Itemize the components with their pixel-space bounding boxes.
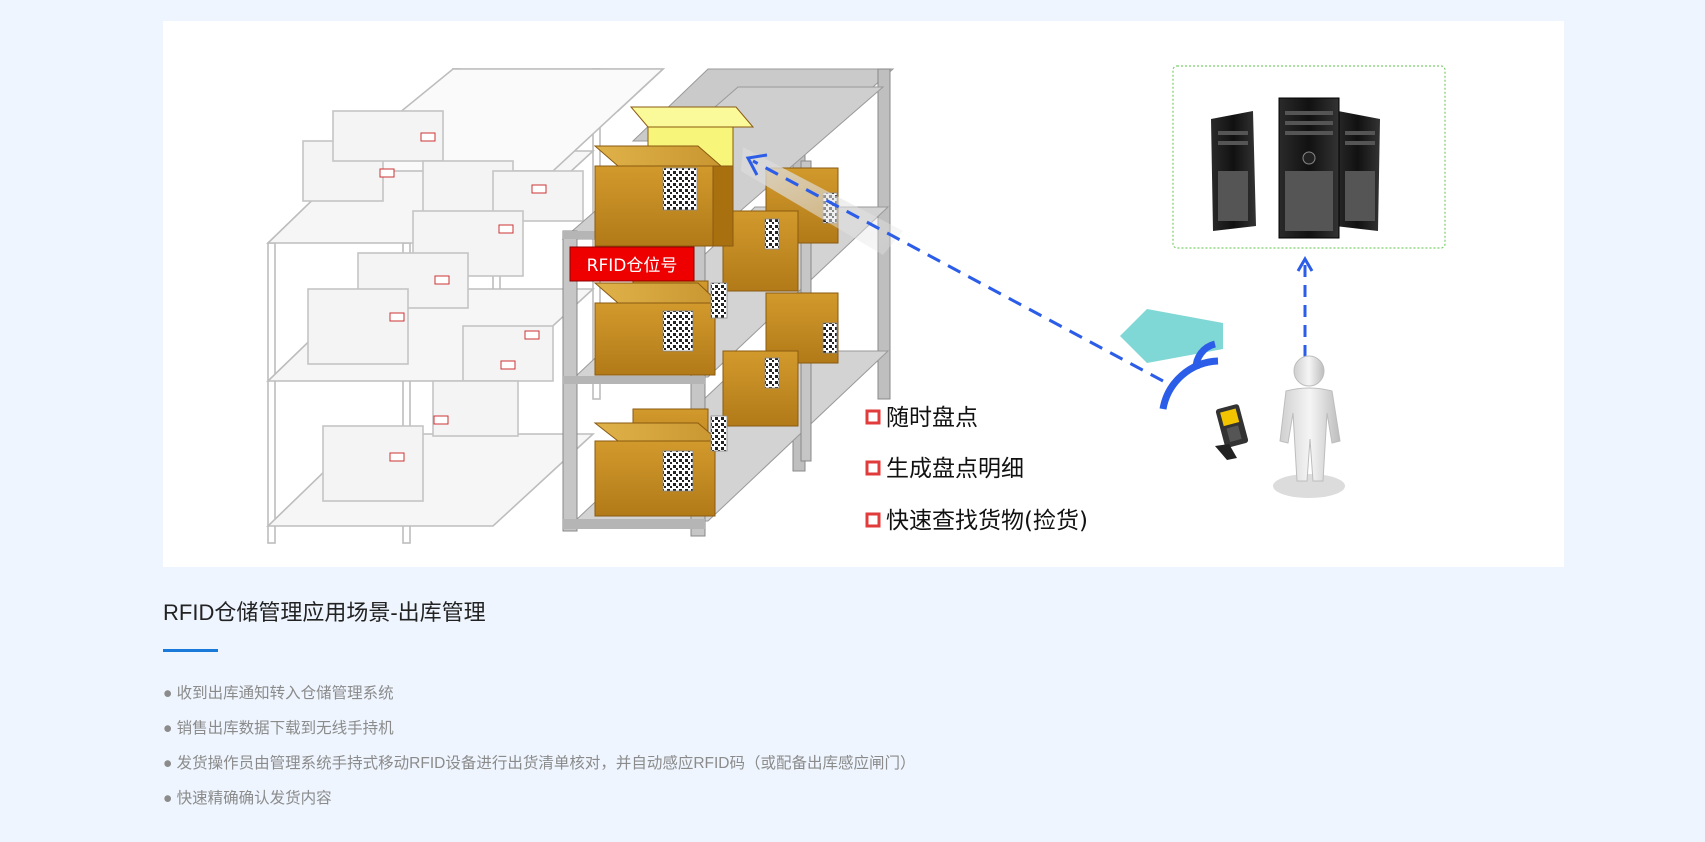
bullet-item: ● 销售出库数据下载到无线手持机 [163, 720, 394, 737]
feature-bullet-icon [865, 409, 881, 425]
wireless-signal-icon [1159, 340, 1219, 410]
section-content: RFID仓储管理应用场景-出库管理 ● 收到出库通知转入仓储管理系统 ● 销售出… [163, 596, 1564, 816]
server-group [1172, 65, 1446, 249]
feature-list: 随时盘点 生成盘点明细 快速查找货物(捡货) [865, 405, 1088, 534]
bullet-item: ● 快速精确确认发货内容 [163, 790, 332, 807]
title-underline [163, 649, 218, 652]
bullet-item: ● 收到出库通知转入仓储管理系统 [163, 685, 394, 702]
feature-bullet-icon [865, 460, 881, 476]
cyan-arrow [1120, 309, 1223, 363]
signal-line-to-server [1296, 256, 1314, 357]
bullet-item: ● 发货操作员由管理系统手持式移动RFID设备进行出货清单核对，并自动感应RFI… [163, 755, 916, 772]
rfid-rack-tag: RFID仓位号 [569, 246, 695, 282]
rfid-warehouse-diagram: RFID仓位号 [163, 21, 1564, 567]
bullet-list: ● 收到出库通知转入仓储管理系统 ● 销售出库数据下载到无线手持机 ● 发货操作… [163, 676, 1564, 816]
feature-item: 快速查找货物(捡货) [886, 508, 1088, 534]
signal-line-to-box [745, 153, 1164, 383]
cargo-boxes [593, 106, 839, 517]
handheld-scanner-icon [1215, 404, 1249, 460]
scan-beam [741, 147, 903, 255]
server-icon [1211, 97, 1380, 239]
feature-item: 生成盘点明细 [886, 456, 1024, 482]
operator-person-icon [1273, 355, 1345, 498]
ghost-shelf [266, 68, 666, 544]
feature-item: 随时盘点 [886, 405, 978, 431]
rack-tag-label: RFID仓位号 [587, 256, 678, 276]
section-title: RFID仓储管理应用场景-出库管理 [163, 600, 486, 625]
feature-bullet-icon [865, 512, 881, 528]
qr-labels [662, 167, 838, 492]
